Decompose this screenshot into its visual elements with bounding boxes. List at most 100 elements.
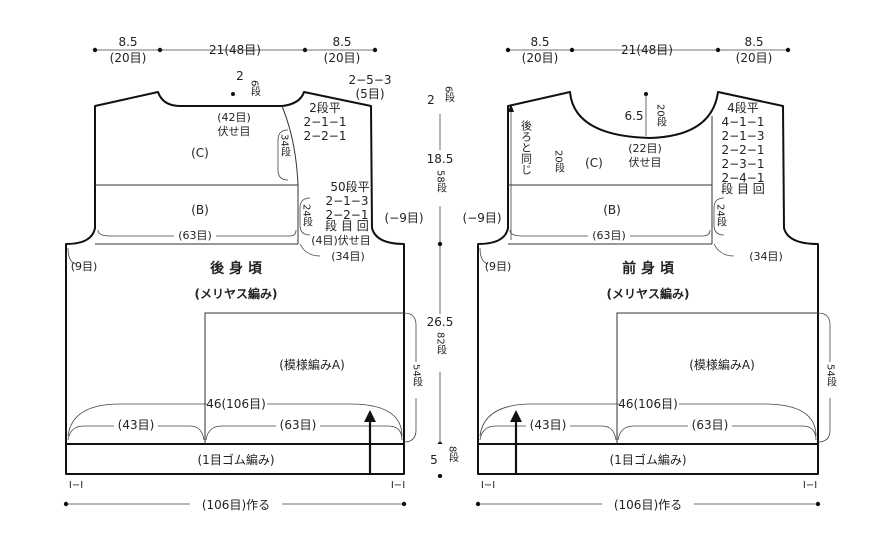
- center-middle-cm: 26.5: [427, 315, 454, 329]
- back-neck-rows: 6段: [249, 80, 261, 97]
- back-pattern-label: (模様編みA): [279, 357, 345, 372]
- center-bottom-cm: 5: [430, 453, 438, 467]
- front-lower-width: 46(106目): [618, 397, 678, 411]
- front-title: 前 身 頃: [622, 260, 675, 277]
- back-side-left-bracket: [67, 247, 77, 265]
- front-dim-dot: [715, 47, 721, 53]
- back-armhole-detail-1: 50段平: [330, 179, 369, 194]
- front-piece: 8.5 (20目) 21(48目) 8.5 (20目) 後ろと同じ (63目) …: [462, 35, 838, 512]
- front-label-bg: [526, 418, 570, 432]
- back-dim-dot: [157, 47, 163, 53]
- back-shoulder-left-cm: 8.5: [118, 35, 137, 49]
- back-neck-width: 21(48目): [209, 43, 261, 57]
- front-dim-dot: [505, 47, 511, 53]
- front-armhole-minus: (−9目): [462, 211, 501, 225]
- center-dimensions: 2 6段 18.5 58段 26.5 82段 5 8段: [420, 86, 464, 479]
- front-side-right-bracket: [713, 243, 735, 257]
- center-middle-rows: 82段: [435, 332, 447, 356]
- front-outline: [477, 91, 819, 475]
- front-label-bg: [619, 397, 679, 411]
- front-side-left: (9目): [485, 260, 512, 273]
- front-rib-label: (1目ゴム編み): [610, 452, 687, 467]
- center-bottom-rows: 8段: [447, 446, 459, 463]
- back-shoulder-right-sts: (20目): [324, 51, 361, 65]
- back-shoulder-shaping-2: (5目): [356, 87, 385, 101]
- front-label-bg: [518, 118, 534, 182]
- front-neck-dot: [644, 92, 648, 96]
- front-dim-dot: [815, 501, 821, 507]
- front-section-b: (B): [603, 203, 621, 217]
- front-label-bg: [688, 418, 732, 432]
- front-neck-bindoff-1: (22目): [628, 142, 662, 155]
- front-neck-detail-3: 2−1−3: [721, 129, 764, 143]
- back-label-bg: [190, 496, 282, 512]
- back-dim-dot: [63, 501, 69, 507]
- center-top-rows: 6段: [443, 86, 455, 103]
- front-shoulder-right-sts: (20目): [736, 51, 773, 65]
- back-armhole-detail-2: 2−1−3: [325, 194, 368, 208]
- front-label-bg: [588, 228, 630, 242]
- back-side-left: (9目): [71, 260, 98, 273]
- back-title: 後 身 頃: [210, 260, 263, 277]
- back-label-bg: [174, 228, 216, 242]
- center-dim-dot: [437, 473, 443, 479]
- back-armhole-lower-bracket: [299, 197, 311, 236]
- back-piece: 8.5 (20目) 21(48目) 8.5 (20目) (63目) 2 6段 (…: [63, 35, 424, 512]
- back-neck-bindoff-1: (42目): [217, 111, 251, 124]
- front-side-right: (34目): [749, 250, 783, 263]
- back-rib-mark-left: I−I: [69, 480, 83, 491]
- back-shoulder-detail-3: 2−2−1: [303, 129, 346, 143]
- front-same-arrow-head-icon: [508, 104, 514, 112]
- back-armhole-minus: (−9目): [384, 211, 423, 225]
- back-dim-dot: [302, 47, 308, 53]
- front-yoke-width: (63目): [592, 229, 626, 242]
- front-cast-on: (106目)作る: [614, 498, 682, 512]
- back-rib-label: (1目ゴム編み): [198, 452, 275, 467]
- front-same-as-back: 後ろと同じ: [520, 119, 533, 175]
- front-dim-dot: [475, 501, 481, 507]
- back-dim-dot: [401, 501, 407, 507]
- back-label-bg: [114, 418, 158, 432]
- front-pattern-label: (模様編みA): [689, 357, 755, 372]
- back-shoulder-detail-2: 2−1−1: [303, 115, 346, 129]
- front-dim-dot: [785, 47, 791, 53]
- front-section-c: (C): [585, 156, 603, 170]
- back-bottom-left: (43目): [118, 418, 155, 432]
- back-armhole-detail-4: 段 目 回: [325, 218, 369, 233]
- back-neck-bindoff-2: 伏せ目: [218, 124, 251, 138]
- front-neck-detail-6: 2−4−1: [721, 171, 764, 185]
- front-side-left-bracket: [479, 247, 489, 265]
- front-pattern-panel: [616, 312, 818, 444]
- back-bottom-right: (63目): [280, 418, 317, 432]
- back-armhole-detail-3: 2−2−1: [325, 208, 368, 222]
- back-neck-dot: [231, 92, 235, 96]
- back-shoulder-shaping-1: 2−5−3: [348, 73, 391, 87]
- center-label-bg: [420, 314, 464, 372]
- front-rib-mark-right: I−I: [803, 480, 817, 491]
- front-pattern-rows: 54段: [825, 364, 837, 388]
- center-top-cm: 2: [427, 93, 435, 107]
- back-shoulder-left-sts: (20目): [110, 51, 147, 65]
- front-shoulder-left-sts: (20目): [522, 51, 559, 65]
- back-section-c: (C): [191, 146, 209, 160]
- front-neck-bindoff-2: 伏せ目: [629, 155, 662, 169]
- front-arrow-head-icon: [510, 410, 522, 422]
- front-neck-detail-1: 4段平: [727, 100, 759, 115]
- back-arrow-head-icon: [364, 410, 376, 422]
- back-label-bg: [276, 418, 320, 432]
- front-neck-depth-cm: 6.5: [624, 109, 643, 123]
- back-armhole-lower-rows: 24段: [301, 204, 313, 228]
- back-armhole-detail-5: (4目)伏せ目: [311, 233, 371, 247]
- back-side-right-bracket: [299, 243, 321, 257]
- back-label-bg: [207, 397, 267, 411]
- center-upper-cm: 18.5: [427, 152, 454, 166]
- back-side-right: (34目): [331, 250, 365, 263]
- back-dim-dot: [92, 47, 98, 53]
- center-label-bg: [420, 150, 464, 206]
- front-label-bg: [602, 496, 694, 512]
- front-neck-detail-5: 2−3−1: [721, 157, 764, 171]
- back-armhole-inner: [281, 105, 299, 244]
- front-neck-rows-left: 20段: [553, 150, 565, 174]
- back-rib-mark-right: I−I: [391, 480, 405, 491]
